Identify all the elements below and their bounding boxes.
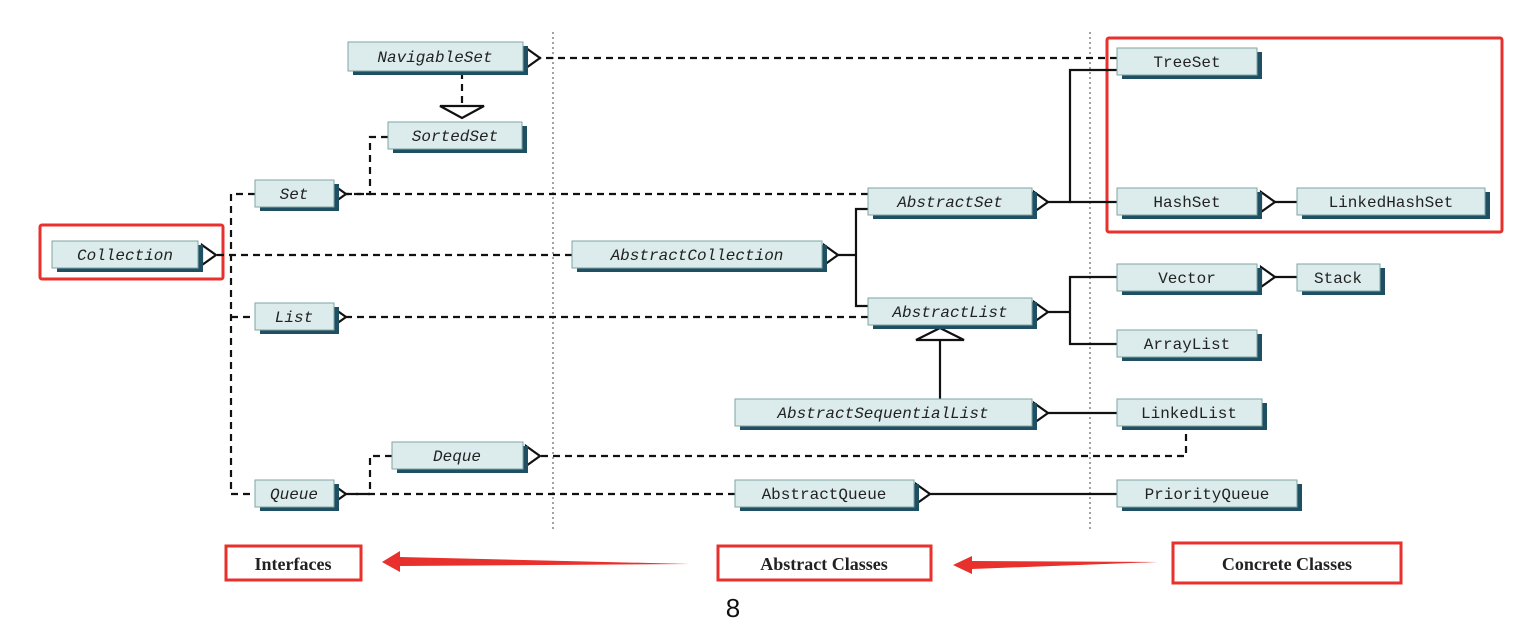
vector-box[interactable]: Vector <box>1116 263 1262 295</box>
navigableset-box[interactable]: NavigableSet <box>347 41 528 75</box>
abstractset-label: AbstractSet <box>896 194 1003 212</box>
abstractset-to-abstractcollection-edge <box>854 207 868 308</box>
collection-arrowhead <box>200 242 218 268</box>
abstractlist-box[interactable]: AbstractList <box>867 297 1037 329</box>
linkedhashset-box[interactable]: LinkedHashSet <box>1296 187 1490 219</box>
abstract-classes-category-label: Abstract Classes <box>760 554 888 574</box>
navigableset-arrowhead <box>524 45 542 71</box>
arraylist-box[interactable]: ArrayList <box>1116 329 1262 361</box>
set-classes-highlight-frame <box>1105 36 1504 234</box>
arraylist-label: ArrayList <box>1144 336 1230 354</box>
sortedset-arrowhead <box>439 104 485 120</box>
sortedset-to-set-edge <box>345 135 388 196</box>
priorityqueue-label: PriorityQueue <box>1145 486 1270 504</box>
treeset-box[interactable]: TreeSet <box>1116 47 1262 79</box>
interfaces-category-box <box>224 544 363 582</box>
abstractlist-label: AbstractList <box>891 304 1007 322</box>
interfaces-category-label: Interfaces <box>255 554 332 574</box>
deque-to-queue-edge <box>345 454 392 496</box>
abstract-classes-category-box <box>716 544 933 582</box>
deque-box[interactable]: Deque <box>391 441 528 473</box>
abstractcollection-box[interactable]: AbstractCollection <box>571 240 827 272</box>
vector-arraylist-to-abstractlist-edge <box>1068 275 1117 346</box>
concrete-classes-category-label: Concrete Classes <box>1222 554 1352 574</box>
deque-arrowhead <box>524 443 542 469</box>
set-label: Set <box>280 186 309 204</box>
navigableset-label: NavigableSet <box>377 49 492 67</box>
abstractqueue-box[interactable]: AbstractQueue <box>734 479 919 511</box>
abstract-to-interfaces-arrow <box>382 551 690 572</box>
abstractqueue-label: AbstractQueue <box>762 486 887 504</box>
set-box[interactable]: Set <box>254 179 339 211</box>
queue-label: Queue <box>270 486 318 504</box>
concrete-to-abstract-arrow <box>953 556 1158 574</box>
treeset-hashset-to-abstractset-edge <box>1048 68 1117 204</box>
linkedlist-box[interactable]: LinkedList <box>1116 398 1267 430</box>
abstractsequentiallist-label: AbstractSequentialList <box>776 405 988 423</box>
list-box[interactable]: List <box>254 302 339 334</box>
hashset-label: HashSet <box>1153 194 1220 212</box>
page-number: 8 <box>726 593 740 621</box>
concrete-classes-category-box <box>1171 541 1403 585</box>
collection-box[interactable]: Collection <box>51 240 203 272</box>
queue-box[interactable]: Queue <box>254 479 339 511</box>
linkedlist-label: LinkedList <box>1141 405 1237 423</box>
sortedset-label: SortedSet <box>412 128 498 146</box>
priorityqueue-box[interactable]: PriorityQueue <box>1116 479 1302 511</box>
interfaces-to-collection-edge <box>229 192 255 496</box>
sortedset-box[interactable]: SortedSet <box>387 121 527 153</box>
vector-arrowhead <box>1259 264 1277 290</box>
linkedhashset-label: LinkedHashSet <box>1329 194 1454 212</box>
hashset-box[interactable]: HashSet <box>1116 187 1262 219</box>
collection-label: Collection <box>77 247 173 265</box>
deque-label: Deque <box>433 448 481 466</box>
treeset-label: TreeSet <box>1153 54 1220 72</box>
abstractset-box[interactable]: AbstractSet <box>867 187 1037 219</box>
stack-box[interactable]: Stack <box>1296 263 1385 295</box>
hashset-arrowhead <box>1259 189 1277 215</box>
stack-label: Stack <box>1314 270 1362 288</box>
collection-highlight-frame <box>38 223 225 281</box>
abstractlist-up-arrowhead <box>915 326 965 342</box>
abstractcollection-label: AbstractCollection <box>610 247 784 265</box>
vector-label: Vector <box>1158 270 1216 288</box>
abstractsequentiallist-box[interactable]: AbstractSequentialList <box>734 398 1037 430</box>
list-label: List <box>275 309 313 327</box>
